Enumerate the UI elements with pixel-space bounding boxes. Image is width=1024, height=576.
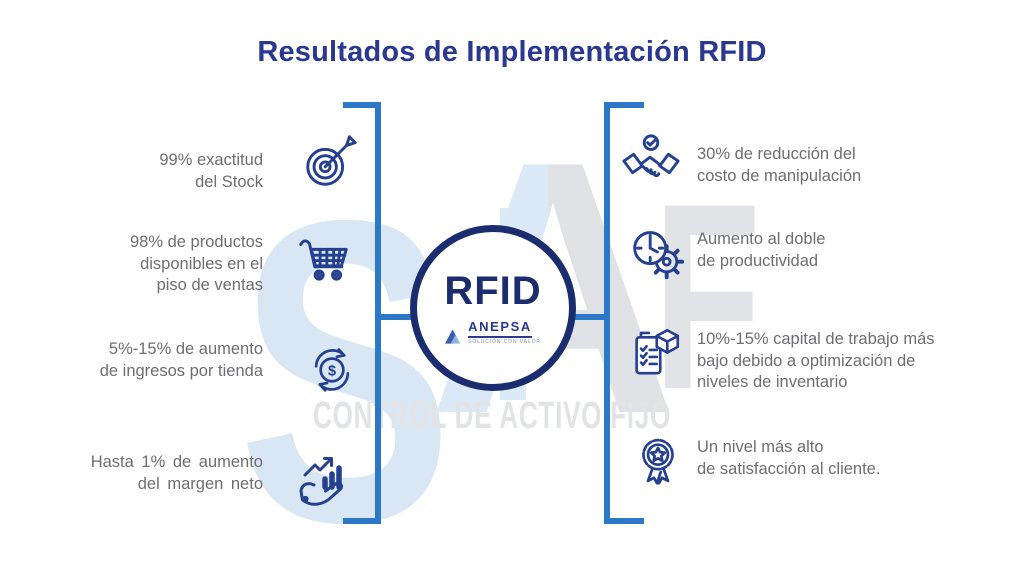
item-line: niveles de inventario <box>697 373 848 391</box>
right-bracket-top-cap <box>606 102 644 108</box>
right-item-text-3: 10%-15% capital de trabajo más bajo debi… <box>697 329 935 394</box>
right-item-text-1: 30% de reducción del costo de manipulaci… <box>697 144 861 187</box>
clock-gear-icon <box>633 231 685 280</box>
left-bracket-vertical <box>375 102 381 524</box>
anepsa-tagline: SOLUCIÓN CON VALOR <box>468 338 541 345</box>
item-line: de ingresos por tienda <box>99 361 263 380</box>
item-line: Un nivel más alto <box>697 438 824 456</box>
award-ribbon-icon <box>642 438 674 485</box>
item-line: piso de ventas <box>156 276 263 294</box>
checklist-box-icon <box>635 328 680 375</box>
anepsa-logo: ANEPSA SOLUCIÓN CON VALOR <box>445 320 541 345</box>
item-line: Hasta 1% de aumento <box>90 453 263 471</box>
right-bracket-vertical <box>604 102 610 524</box>
item-line: del Stock <box>195 172 263 191</box>
anepsa-mountain-icon <box>445 329 461 344</box>
handshake-check-icon <box>622 134 680 178</box>
item-line: de productividad <box>697 251 819 270</box>
rfid-label: RFID <box>444 269 542 314</box>
watermark-letter-s: S <box>238 132 453 576</box>
left-item-text-1: 99% exactitud del Stock <box>159 150 263 193</box>
item-line: 10%-15% capital de trabajo más <box>697 330 935 348</box>
item-line: de satisfacción al cliente. <box>697 459 881 478</box>
right-item-text-4: Un nivel más alto de satisfacción al cli… <box>697 437 880 480</box>
item-line: disponibles en el <box>140 254 263 273</box>
item-line: bajo debido a optimización de <box>697 351 916 370</box>
item-line: costo de manipulación <box>697 166 862 185</box>
left-bracket-bottom-cap <box>343 518 381 524</box>
item-line: Aumento al doble <box>697 230 826 248</box>
page-title: Resultados de Implementación RFID <box>257 36 767 68</box>
watermark-caption: CONTROL DE ACTIVO FIJO <box>313 395 671 437</box>
left-item-text-3: 5%-15% de aumento de ingresos por tienda <box>100 339 263 382</box>
right-bracket-bottom-cap <box>606 518 644 524</box>
watermark-letter-f: F <box>653 149 761 445</box>
item-line: 30% de reducción del <box>697 145 856 163</box>
dollar-cycle-icon: $ <box>314 348 350 392</box>
left-bracket-top-cap <box>343 102 381 108</box>
anepsa-brand-name: ANEPSA <box>468 320 532 338</box>
item-line: 5%-15% de aumento <box>108 340 263 358</box>
target-icon <box>306 135 357 186</box>
shopping-cart-icon <box>299 239 348 281</box>
left-item-text-2: 98% de productos disponibles en el piso … <box>130 232 263 297</box>
left-item-text-4: Hasta 1% de aumento del margen neto <box>91 452 263 495</box>
center-circle: RFID ANEPSA SOLUCIÓN CON VALOR <box>410 225 576 391</box>
item-line: 98% de productos <box>129 233 263 251</box>
hand-growth-icon <box>299 457 344 506</box>
item-line: del margen neto <box>137 474 263 493</box>
svg-text:$: $ <box>328 363 336 379</box>
item-line: 99% exactitud <box>159 151 263 169</box>
right-item-text-2: Aumento al doble de productividad <box>697 229 825 272</box>
